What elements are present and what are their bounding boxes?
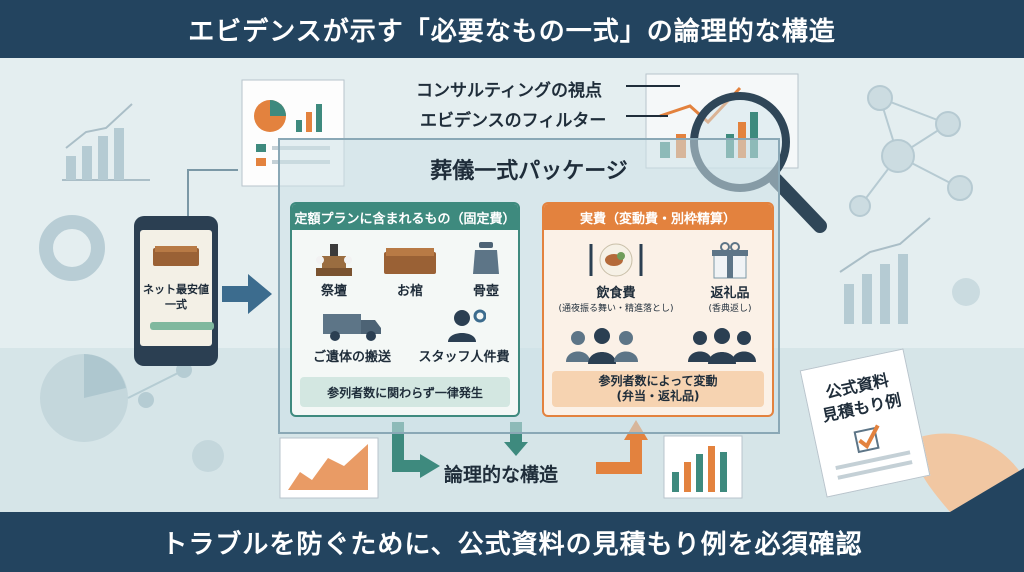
gift-icon bbox=[712, 242, 748, 279]
urn-item: 骨壺 bbox=[460, 240, 512, 299]
staff-icon bbox=[448, 309, 486, 342]
bg-network-icon bbox=[849, 85, 973, 217]
staff-item: スタッフ人件費 bbox=[412, 308, 516, 365]
connector-line bbox=[187, 169, 238, 216]
bg-donut-icon bbox=[39, 215, 105, 281]
variable-cost-note: 参列者数によって変動 (弁当・返礼品) bbox=[552, 371, 764, 407]
phone-screen: ネット最安値 一式 bbox=[140, 230, 214, 346]
sleeve-icon bbox=[950, 468, 1024, 512]
footer-message: トラブルを防ぐために、公式資料の見積もり例を必須確認 bbox=[0, 512, 1024, 572]
fixed-cost-header: 定額プランに含まれるもの（固定費） bbox=[292, 204, 518, 230]
variable-cost-header: 実費（変動費・別枠精算） bbox=[544, 204, 772, 230]
meal-icon bbox=[589, 243, 643, 277]
bg-pie-icon bbox=[40, 354, 224, 472]
food-label: 飲食費 bbox=[596, 286, 636, 301]
altar-item: 祭壇 bbox=[306, 240, 362, 299]
document-line-deco bbox=[835, 450, 911, 471]
checkbox-icon bbox=[853, 424, 880, 454]
annotation-consulting: コンサルティングの視点 bbox=[416, 81, 602, 101]
fixed-cost-note: 参列者数に関わらず一律発生 bbox=[300, 377, 510, 407]
gift-item: 返礼品 (香典返し) bbox=[692, 240, 768, 314]
truck-icon bbox=[323, 314, 381, 341]
food-item: 飲食費 (通夜振る舞い・精進落とし) bbox=[550, 240, 682, 314]
orange-arrow-icon bbox=[596, 436, 642, 474]
fixed-cost-panel: 定額プランに含まれるもの（固定費） 祭壇 お棺 骨壺 bbox=[290, 202, 520, 417]
phone-line1: ネット最安値 bbox=[143, 283, 209, 296]
coffin-item: お棺 bbox=[382, 240, 438, 299]
coffin-icon bbox=[153, 246, 199, 266]
official-document: 公式資料 見積もり例 bbox=[799, 348, 931, 498]
bottom-chart-right-icon bbox=[663, 435, 743, 499]
urn-icon bbox=[473, 242, 499, 274]
altar-label: 祭壇 bbox=[320, 284, 347, 299]
bg-bar-chart-right-icon bbox=[839, 217, 980, 324]
coffin-icon bbox=[384, 248, 436, 274]
transport-label: ご遺体の搬送 bbox=[312, 350, 391, 365]
bg-bar-chart-left-icon bbox=[62, 103, 150, 181]
package-title: 葬儀一式パッケージ bbox=[430, 159, 628, 184]
phone-button[interactable] bbox=[150, 322, 214, 330]
gift-label: 返礼品 bbox=[710, 286, 750, 301]
right-arrow-icon bbox=[222, 274, 272, 314]
logic-label: 論理的な構造 bbox=[444, 464, 559, 486]
package-box: 葬儀一式パッケージ 定額プランに含まれるもの（固定費） 祭壇 お棺 bbox=[278, 138, 780, 434]
bottom-chart-left-icon bbox=[279, 437, 379, 499]
page-title: エビデンスが示す「必要なもの一式」の論理的な構造 bbox=[0, 0, 1024, 58]
coffin-label: お棺 bbox=[396, 284, 423, 299]
variable-cost-panel: 実費（変動費・別枠精算） 飲食費 (通夜振る舞い・精進落とし) 返礼品 (香典返… bbox=[542, 202, 774, 417]
food-sublabel: (通夜振る舞い・精進落とし) bbox=[558, 304, 674, 314]
variable-cost-note-line2: (弁当・返礼品) bbox=[616, 389, 700, 403]
phone-line2: 一式 bbox=[165, 298, 187, 311]
staff-label: スタッフ人件費 bbox=[418, 350, 510, 365]
variable-cost-note-line1: 参列者数によって変動 bbox=[598, 374, 718, 388]
annotation-evidence: エビデンスのフィルター bbox=[420, 111, 607, 131]
smartphone: ネット最安値 一式 bbox=[134, 216, 218, 366]
gift-sublabel: (香典返し) bbox=[708, 304, 752, 314]
urn-label: 骨壺 bbox=[472, 284, 499, 299]
transport-item: ご遺体の搬送 bbox=[302, 308, 402, 365]
attendees-icon bbox=[566, 328, 756, 364]
altar-icon bbox=[316, 244, 352, 276]
teal-arrow-icon bbox=[392, 422, 424, 472]
